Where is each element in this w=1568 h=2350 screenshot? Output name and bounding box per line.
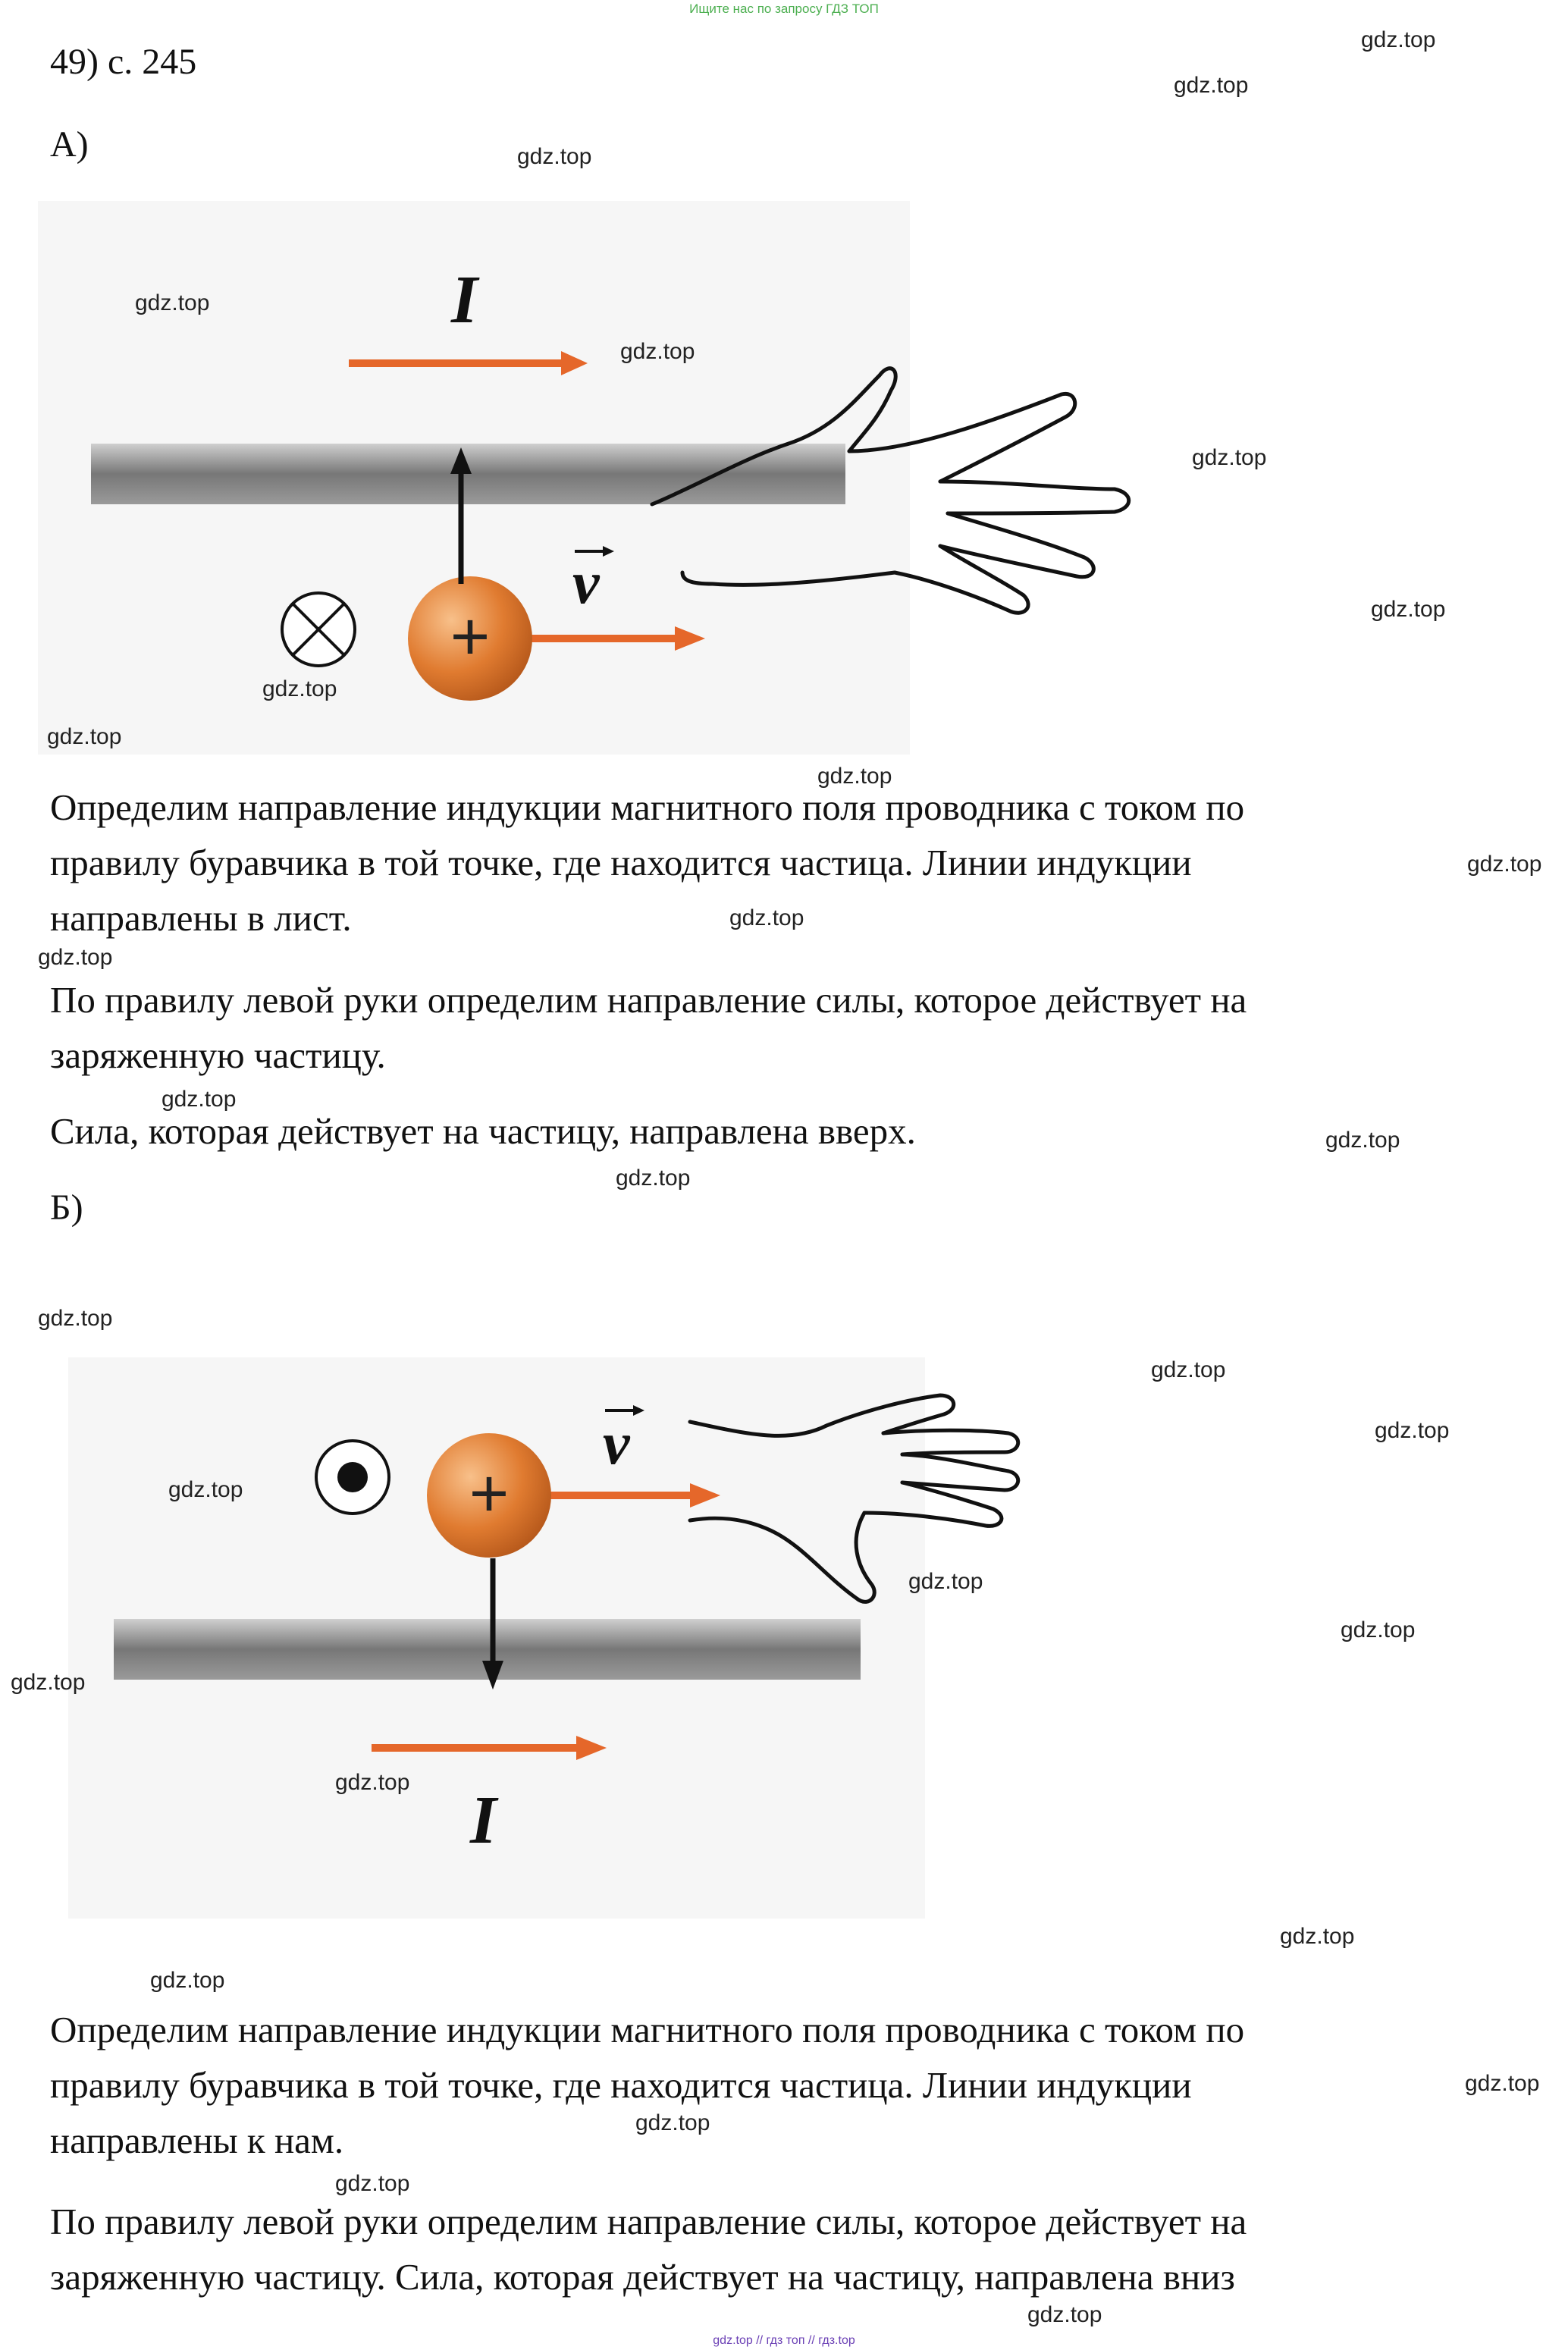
text-line: Определим направление индукции магнитног… [50, 2009, 1245, 2050]
velocity-label-a: v [572, 550, 601, 617]
part-a-paragraph-1: Определим направление индукции магнитног… [50, 780, 1244, 946]
text-line: правилу буравчика в той точке, где наход… [50, 2064, 1192, 2106]
part-b-paragraph-2: По правилу левой руки определим направле… [50, 2194, 1247, 2305]
watermark: gdz.top [335, 1770, 410, 1795]
text-line: направлены в лист. [50, 897, 352, 939]
part-a-conclusion: Сила, которая действует на частицу, напр… [50, 1110, 916, 1152]
text-line: заряженную частицу. [50, 1034, 386, 1076]
watermark: gdz.top [1371, 597, 1446, 622]
top-banner: Ищите нас по запросу ГДЗ ТОП [689, 2, 879, 16]
watermark: gdz.top [1325, 1128, 1400, 1153]
footer-watermark: gdz.top // гдз топ // гдз.top [713, 2334, 855, 2347]
watermark: gdz.top [1151, 1357, 1226, 1382]
watermark: gdz.top [729, 905, 804, 930]
watermark: gdz.top [1192, 445, 1267, 470]
part-b-label: Б) [50, 1188, 83, 1228]
watermark: gdz.top [1341, 1617, 1416, 1642]
part-a-label: А) [50, 124, 89, 165]
watermark: gdz.top [517, 144, 592, 169]
current-label-a: I [450, 262, 480, 337]
watermark: gdz.top [38, 1306, 113, 1331]
text-line: Определим направление индукции магнитног… [50, 786, 1245, 828]
watermark: gdz.top [635, 2110, 710, 2135]
field-into-page-icon [281, 591, 356, 667]
text-line: По правилу левой руки определим направле… [50, 979, 1247, 1021]
watermark: gdz.top [1375, 1418, 1450, 1443]
velocity-label-b: v [603, 1410, 631, 1477]
watermark: gdz.top [38, 945, 113, 970]
watermark: gdz.top [620, 339, 695, 364]
watermark: gdz.top [1280, 1924, 1355, 1949]
watermark: gdz.top [162, 1087, 237, 1112]
field-out-of-page-icon [315, 1439, 390, 1515]
watermark: gdz.top [262, 676, 337, 701]
watermark: gdz.top [47, 724, 122, 749]
watermark: gdz.top [150, 1968, 225, 1993]
watermark: gdz.top [135, 290, 210, 315]
charge-sign-b: + [469, 1456, 510, 1532]
watermark: gdz.top [616, 1166, 691, 1191]
charged-particle-b [427, 1433, 551, 1558]
watermark: gdz.top [1174, 73, 1249, 98]
watermark: gdz.top [335, 2171, 410, 2196]
charge-sign-a: + [450, 599, 491, 675]
figure-b: v + I [61, 1357, 1122, 1919]
watermark: gdz.top [11, 1670, 86, 1695]
current-label-b: I [469, 1783, 499, 1858]
watermark: gdz.top [817, 764, 892, 789]
figure-a: I v + [38, 201, 1137, 755]
watermark: gdz.top [1361, 27, 1436, 52]
part-a-paragraph-2: По правилу левой руки определим направле… [50, 972, 1247, 1083]
watermark: gdz.top [1467, 852, 1542, 877]
text-line: направлены к нам. [50, 2119, 344, 2161]
left-hand-icon-a [650, 366, 1131, 615]
text-line: По правилу левой руки определим направле… [50, 2201, 1247, 2242]
task-number: 49) с. 245 [50, 42, 197, 82]
current-arrowhead [561, 351, 588, 375]
watermark: gdz.top [1027, 2302, 1102, 2327]
figure-a-svg: I v + [38, 201, 1131, 755]
figure-b-svg: v + I [68, 1357, 1020, 1919]
watermark: gdz.top [168, 1477, 243, 1502]
left-hand-icon-b [688, 1393, 1020, 1604]
watermark: gdz.top [908, 1569, 983, 1594]
text-line: правилу буравчика в той точке, где наход… [50, 842, 1192, 883]
part-b-paragraph-1: Определим направление индукции магнитног… [50, 2002, 1244, 2168]
watermark: gdz.top [1465, 2071, 1540, 2096]
text-line: заряженную частицу. Сила, которая действ… [50, 2256, 1235, 2298]
charged-particle-a [408, 576, 532, 701]
